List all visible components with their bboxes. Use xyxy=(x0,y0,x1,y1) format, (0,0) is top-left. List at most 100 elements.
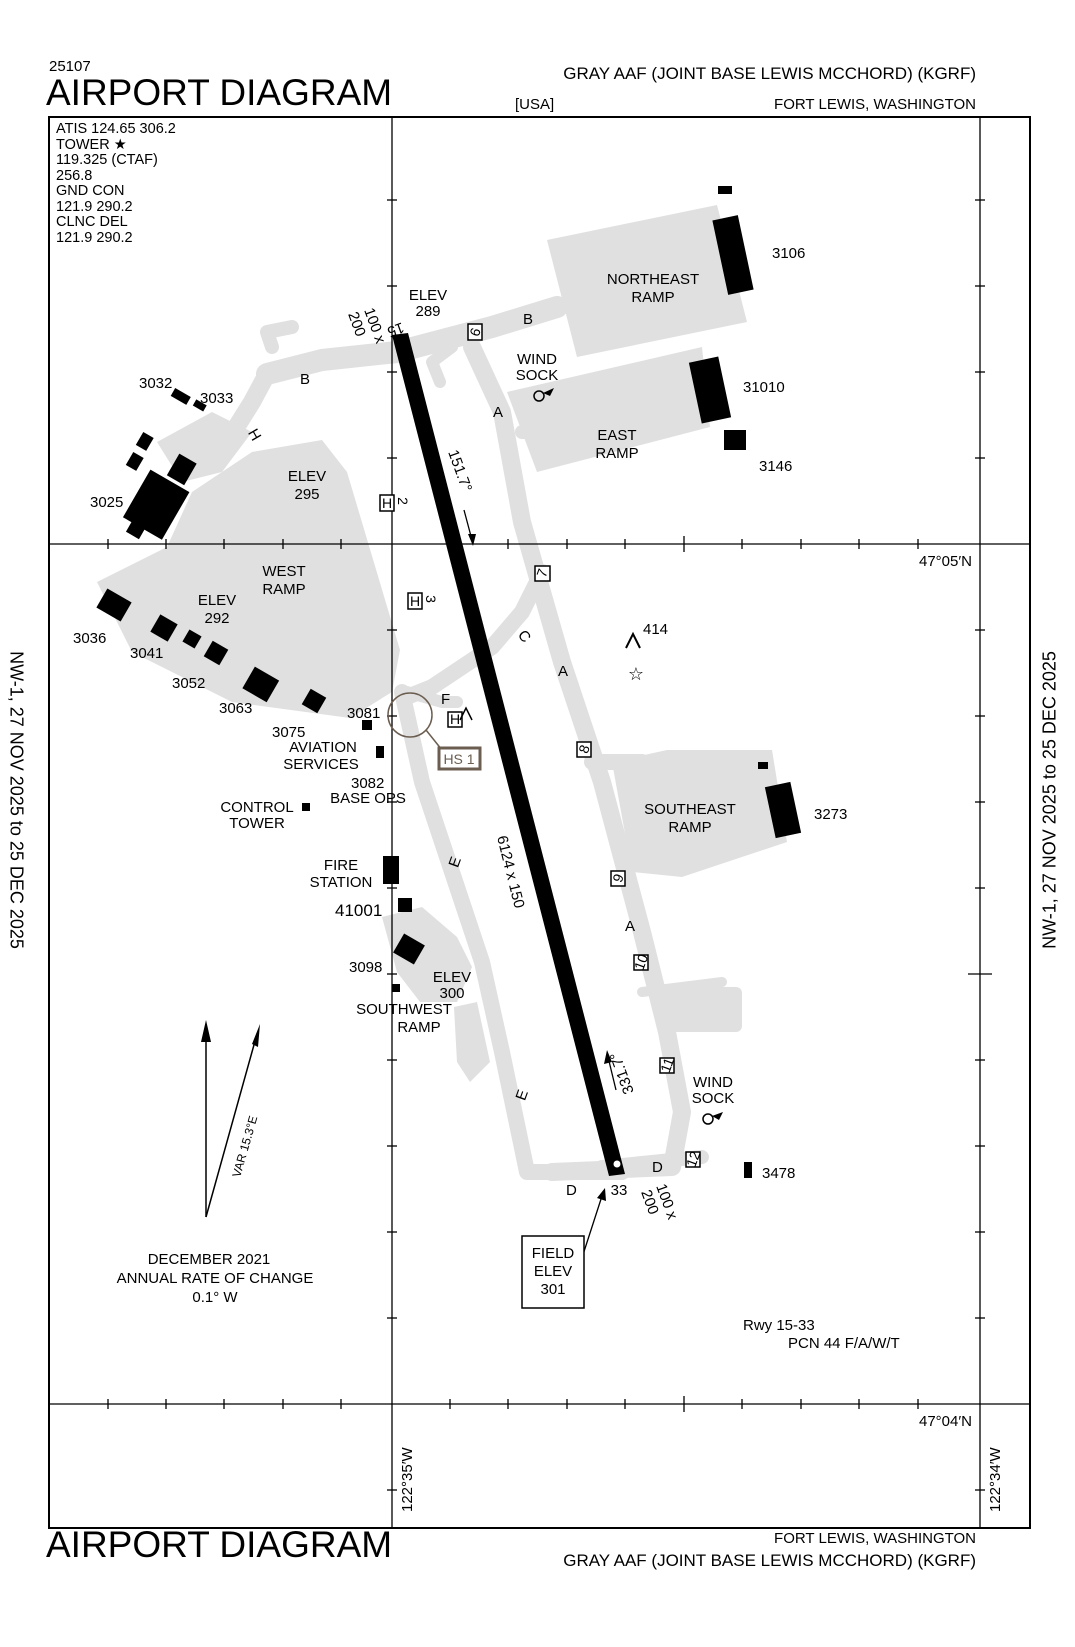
chart-number: 25107 xyxy=(49,58,91,75)
freq-clnc: 121.9 290.2 xyxy=(56,229,133,246)
freq-gnd-label: GND CON xyxy=(56,183,125,199)
freq-atis: ATIS 124.65 306.2 xyxy=(56,121,176,137)
aviation-services-label-1: AVIATION xyxy=(289,739,357,756)
airport-map: 6 7 8 9 10 11 12 H H H 2 3 HS 1 ☆ xyxy=(50,118,1029,1527)
hot-spot-box xyxy=(437,746,482,771)
control-tower-label-2: TOWER xyxy=(229,815,285,832)
taxiway-c xyxy=(399,564,550,705)
building-3098-label: 3098 xyxy=(349,959,382,976)
building-3025-south xyxy=(125,521,145,540)
taxiway-a xyxy=(463,338,691,1181)
effective-dates-left: NW-1, 27 NOV 2025 to 25 DEC 2025 xyxy=(6,651,27,949)
building-3036-label: 3036 xyxy=(73,630,106,647)
building-3273-annex xyxy=(758,762,768,769)
building-3033 xyxy=(192,399,207,412)
building-3478-label: 3478 xyxy=(762,1165,795,1182)
hold-sign-10 xyxy=(633,954,649,971)
building-41001-label: 41001 xyxy=(335,901,382,920)
heading-151-arrow-icon xyxy=(468,534,476,546)
hold-sign-11 xyxy=(659,1057,675,1074)
freq-tower-ctaf: 119.325 (CTAF) xyxy=(56,152,158,168)
field-elev-value: 301 xyxy=(540,1281,565,1298)
elev-300-label: ELEV xyxy=(433,969,471,986)
building-3106-label: 3106 xyxy=(772,245,805,262)
country: [USA] xyxy=(515,96,555,113)
elev-292-label: ELEV xyxy=(198,592,236,609)
building-3146 xyxy=(724,430,746,450)
hold-sign-10-label: 10 xyxy=(631,952,651,972)
mag-var-rate-label: ANNUAL RATE OF CHANGE xyxy=(117,1270,314,1287)
west-ramp-area xyxy=(97,440,400,718)
hold-sign-12-label: 12 xyxy=(683,1149,703,1169)
building-3075 xyxy=(301,688,327,714)
runway-pcn: PCN 44 F/A/W/T xyxy=(788,1335,900,1352)
elev-300-value: 300 xyxy=(439,985,464,1002)
beacon-star-icon: ☆ xyxy=(628,664,644,685)
east-ramp-area xyxy=(507,347,710,472)
helipad-h-f: H xyxy=(450,711,460,727)
hold-sign-numbers: 6 7 8 9 10 11 12 H H H 2 3 xyxy=(382,325,703,1169)
southwest-ramp-label-2: RAMP xyxy=(397,1019,440,1036)
taxiway-h-label: H xyxy=(244,426,264,444)
building-3075-label: 3075 xyxy=(272,724,305,741)
building-3052 xyxy=(182,629,202,649)
building-3025-annex xyxy=(166,453,197,486)
building-3081 xyxy=(362,720,372,730)
building-3032-label: 3032 xyxy=(139,375,172,392)
east-pad-area xyxy=(657,987,742,1032)
building-3273-label: 3273 xyxy=(814,806,847,823)
northeast-ramp-label-1: NORTHEAST xyxy=(607,271,699,288)
tower-star-icon: ★ xyxy=(113,136,127,153)
footer-title: AIRPORT DIAGRAM xyxy=(46,1524,393,1565)
fire-station-label-2: STATION xyxy=(310,874,373,891)
footer-airport: GRAY AAF (JOINT BASE LEWIS MCCHORD) (KGR… xyxy=(563,1551,976,1570)
windsock-north-icon xyxy=(533,388,554,402)
map-labels: 47°05′N 47°04′N 122°35′W 122°34′W ELEV 2… xyxy=(73,245,1004,1512)
windsock-south-label-2: SOCK xyxy=(692,1090,735,1107)
hold-signs xyxy=(379,323,701,1168)
building-3025-label: 3025 xyxy=(90,494,123,511)
field-elev-label1: FIELD xyxy=(532,1245,575,1262)
lon-east-label: 122°34′W xyxy=(987,1446,1004,1512)
footer-location: FORT LEWIS, WASHINGTON xyxy=(774,1530,976,1547)
windsock-south-icon xyxy=(702,1112,723,1125)
building-3106 xyxy=(712,215,754,295)
elev-295-value: 295 xyxy=(294,486,319,503)
rwy15-elev-label: ELEV xyxy=(409,287,447,304)
control-tower-label-1: CONTROL xyxy=(220,799,293,816)
building-3082-label: 3082 xyxy=(351,775,384,792)
magnetic-north-arrow-icon xyxy=(252,1024,260,1047)
southeast-ramp-label-1: SOUTHEAST xyxy=(644,801,736,818)
building-3098 xyxy=(393,933,425,965)
lat-north-label: 47°05′N xyxy=(919,553,972,570)
west-ramp-label-1: WEST xyxy=(262,563,305,580)
rwy-end-15-label: 15 xyxy=(385,318,406,340)
taxiway-f-label: F xyxy=(441,691,450,708)
helipad-3-label: 3 xyxy=(423,595,439,603)
west-ramp-label-2: RAMP xyxy=(262,581,305,598)
mag-var-date: DECEMBER 2021 xyxy=(148,1251,271,1268)
rwy-end-33-label: 33 xyxy=(611,1182,628,1199)
northeast-ramp-label-2: RAMP xyxy=(631,289,674,306)
runway-end-light xyxy=(613,1160,621,1168)
southwest-ramp-area xyxy=(382,907,472,1002)
rwy15-elev-value: 289 xyxy=(415,303,440,320)
mag-var-label: VAR 15.3°E xyxy=(229,1114,260,1179)
aviation-services-label-2: SERVICES xyxy=(283,756,359,773)
building-3106-annex xyxy=(718,186,732,194)
heading-331-arrow-icon xyxy=(604,1050,612,1064)
diagram-frame: ATIS 124.65 306.2 TOWER ★ 119.325 (CTAF)… xyxy=(48,116,1031,1529)
southeast-ramp-area xyxy=(612,750,787,877)
southeast-ramp-label-2: RAMP xyxy=(668,819,711,836)
field-elev-box xyxy=(521,1235,585,1309)
mag-var-rate: 0.1° W xyxy=(192,1289,238,1306)
obstacle-414-label: 414 xyxy=(643,621,668,638)
freq-tower: TOWER ★ xyxy=(56,136,127,153)
elev-295-label: ELEV xyxy=(288,468,326,485)
building-3082 xyxy=(376,746,384,758)
building-3063 xyxy=(242,666,280,703)
hold-sign-8 xyxy=(576,741,592,758)
northeast-ramp-area xyxy=(547,205,747,357)
runway-15-33 xyxy=(392,333,625,1176)
taxiway-a-label-1: A xyxy=(493,404,503,421)
